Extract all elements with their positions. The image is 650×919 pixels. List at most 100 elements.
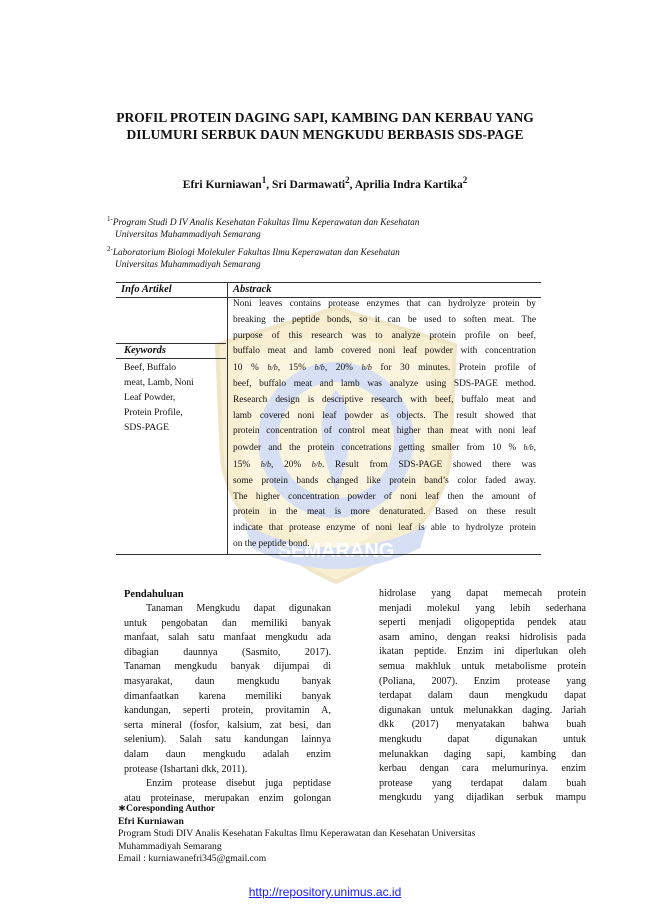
body-line: selenium). Salah satu kandungan lainnya [124,734,331,746]
keyword-line: SDS-PAGE [124,422,169,433]
abstract-line: purpose of this research was to analyze … [233,330,536,341]
affiliation-2-line-1: Laboratorium Biologi Molekuler Fakultas … [112,248,400,259]
keyword-line: Beef, Buffalo [124,362,177,373]
conc-text: , 20% [324,363,353,374]
repository-link[interactable]: http://repository.unimus.ac.id [248,885,402,899]
info-top-rule [116,282,541,283]
body-line: digunakan untuk melunakkan daging. Jaria… [379,704,586,716]
author-2-affil: 2 [345,175,350,185]
abstract-line: some protein bands changed like protein … [233,475,536,486]
abstract-body: Noni leaves contains protease enzymes th… [233,297,536,553]
body-line: dimanfaatkan karena memiliki banyak [124,690,331,702]
body-line: dibagian daunnya (Sasmito, 2017). [124,646,331,658]
body-line: dkk (2017) menyatakan bahwa buah [379,719,586,731]
conc-text: for 30 minutes. Protein profile of [371,363,537,374]
keyword-line: meat, Lamb, Noni [124,377,194,388]
ratio-fraction: b/b [361,363,372,373]
abstract-line: lamb covered noni leaf powder as objects… [233,410,536,421]
body-line: asam amino, dengan reaksi hidrolisis pad… [379,631,586,643]
ratio-fraction: b/b [260,459,272,469]
body-right-column: hidrolase yang dapat memecah protein men… [379,587,586,806]
corresponding-email: Email : kurniawanefri345@gmail.com [118,853,267,864]
conc-text: powder and the protein concetrations get… [233,443,517,454]
watermark-text: SEMARANG [278,540,395,562]
body-line: semua makhluk untuk metabolisme protein [379,660,586,672]
conc-text: , 15% [277,363,306,374]
author-2: , Sri Darmawati [266,178,346,191]
info-bottom-rule [116,554,541,555]
body-line: dalam daun mengkudu adalah enzim [124,748,331,760]
ratio-fraction: b/b [311,459,323,469]
author-3: , Aprilia Indra Kartika [349,178,463,191]
abstract-line: Research design is descriptive research … [233,394,536,405]
conc-text: 15% [233,459,251,470]
ratio-fraction: b/b [314,363,325,373]
corresponding-affil-line-1: Program Studi DIV Analis Kesehatan Fakul… [118,828,476,839]
abstract-line: protein in the meat is more denaturated.… [233,507,536,518]
paper-title: PROFIL PROTEIN DAGING SAPI, KAMBING DAN … [60,109,590,143]
author-list: Efri Kurniawan1, Sri Darmawati2, Aprilia… [0,175,650,191]
body-line: protease (Ishartani dkk, 2011). [124,763,248,775]
title-line-1: PROFIL PROTEIN DAGING SAPI, KAMBING DAN … [116,110,534,125]
abstract-line: on the peptide bond. [233,538,310,549]
abstract-line: beef, buffalo meat and lamb was analyze … [233,378,536,389]
body-line: atau proteinase, merupakan enzim golonga… [124,792,331,804]
body-line: terdapat dalam daun mengkudu dapat [379,690,586,702]
abstract-concentration-line: 15% b/b, 20% b/b. Result from SDS-PAGE s… [233,457,536,474]
affiliation-2: 2-Laboratorium Biologi Molekuler Fakulta… [107,243,537,271]
body-line: melunakkan daging sapi, kambing dan [379,748,586,760]
body-line: ikatan peptide. Enzim ini diperlukan ole… [379,646,586,658]
conc-text: . Result from SDS-PAGE showed there was [322,459,537,470]
info-artikel-heading: Info Artikel [121,284,172,295]
body-line: seperti menjadi oligopeptida pendek atau [379,617,586,629]
keywords-list: Beef, Buffalo meat, Lamb, Noni Leaf Powd… [124,360,224,435]
affiliation-2-marker: 2- [107,245,113,253]
body-line: mengkudu dapat digunakan untuk [379,733,586,745]
info-header-rule [116,297,541,298]
body-line: serta mineral (fosfor, kalsium, zat besi… [124,719,331,731]
abstract-line: protein concentration of control meat hi… [233,426,536,437]
keyword-line: Leaf Powder, [124,392,176,403]
body-left-column: Tanaman Mengkudu dapat digunakan untuk p… [124,602,331,806]
keyword-line: Protein Profile, [124,407,183,418]
section-heading-pendahuluan: Pendahuluan [124,589,184,600]
corresponding-affil-line-2: Muhammadiyah Semarang [118,840,222,852]
university-watermark-seal: SEMARANG [214,305,458,585]
author-3-affil: 2 [462,175,468,185]
affiliation-1: 1-Program Studi D IV Analis Kesehatan Fa… [107,213,537,241]
affiliation-2-line-2: Universitas Muhammadiyah Semarang [115,260,261,271]
body-line: mengkudu yang dijadikan serbuk mampu [379,792,586,804]
title-line-2: DILUMURI SERBUK DAUN MENGKUDU BERBASIS S… [126,127,524,142]
body-line: masyarakat, daun mengkudu banyak [124,675,331,687]
abstract-heading: Abstrack [233,284,272,295]
body-line: manfaat, salah satu manfaat mengkudu ada [124,632,331,644]
ratio-fraction: b/b [523,443,534,453]
corresponding-author-block: ∗Coresponding Author Efri Kurniawan Prog… [118,803,475,866]
abstract-line: The higher concentration powder of noni … [233,491,536,502]
abstract-concentration-line: powder and the protein concetrations get… [233,440,536,457]
abstract-line: breaking the peptide bonds, so it can be… [233,314,536,325]
keywords-header-rule [116,358,226,359]
body-line: protease yang terdapat dalam buah [379,777,586,789]
abstract-line: Noni leaves contains protease enzymes th… [233,299,536,309]
ratio-fraction: b/b [267,363,278,373]
body-line: kerbau dengan cara melumurinya. enzim [379,763,586,775]
affiliation-1-marker: 1- [107,215,113,223]
conc-text: 10 % [233,363,259,374]
info-column-divider [227,282,228,554]
body-line: Tanaman Mengkudu dapat digunakan [146,603,331,614]
affiliation-1-line-2: Universitas Muhammadiyah Semarang [115,230,261,241]
author-1-affil: 1 [261,175,267,185]
body-line: (Poliana, 2007). Enzim protease yang [379,675,586,687]
abstract-line: indicate that protease enzyme of noni le… [233,523,536,534]
corresponding-name: Efri Kurniawan [118,815,184,827]
abstract-line: buffalo meat and lamb covered noni leaf … [233,346,536,357]
body-line: hidrolase yang dapat memecah protein [379,588,586,599]
body-line: Tanaman mengkudu banyak dijumpai di [124,661,331,673]
abstract-concentration-line: 10 % b/b, 15% b/b, 20% b/b for 30 minute… [233,360,536,377]
keywords-heading: Keywords [124,345,166,356]
corresponding-label: ∗Coresponding Author [118,803,216,814]
body-line: menjadi molekul yang lebih sederhana [379,602,586,614]
conc-text: , [533,443,537,454]
body-line: untuk pengobatan dan memiliki banyak [124,617,331,629]
